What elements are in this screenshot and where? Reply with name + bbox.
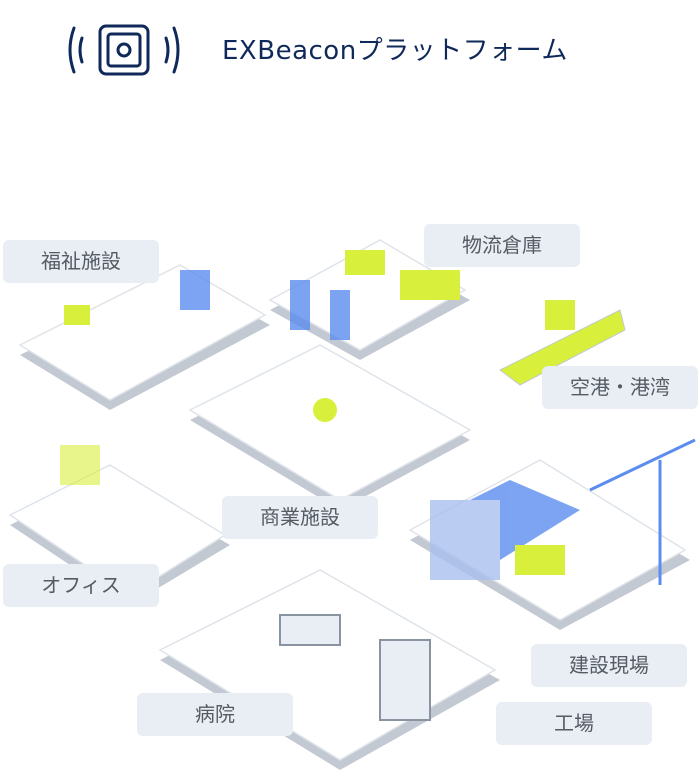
isometric-city-illustration [8, 239, 696, 770]
hospital-props [279, 614, 431, 721]
area-label-welfare[interactable]: 福祉施設 [3, 240, 159, 283]
area-label-office[interactable]: オフィス [3, 564, 159, 607]
buildings [180, 270, 580, 580]
beacon-signal-icon [68, 24, 180, 76]
header: EXBeaconプラットフォーム [0, 0, 700, 100]
area-label-hospital[interactable]: 病院 [137, 693, 293, 736]
crane [589, 438, 696, 585]
area-label-logistics[interactable]: 物流倉庫 [424, 224, 580, 267]
ship [499, 300, 626, 386]
area-label-commercial[interactable]: 商業施設 [222, 496, 378, 539]
area-label-airport-port[interactable]: 空港・港湾 [542, 366, 698, 409]
area-label-factory[interactable]: 工場 [496, 702, 652, 745]
area-label-construction[interactable]: 建設現場 [531, 644, 687, 687]
page-title: EXBeaconプラットフォーム [222, 36, 568, 66]
lime-accents [60, 250, 565, 575]
